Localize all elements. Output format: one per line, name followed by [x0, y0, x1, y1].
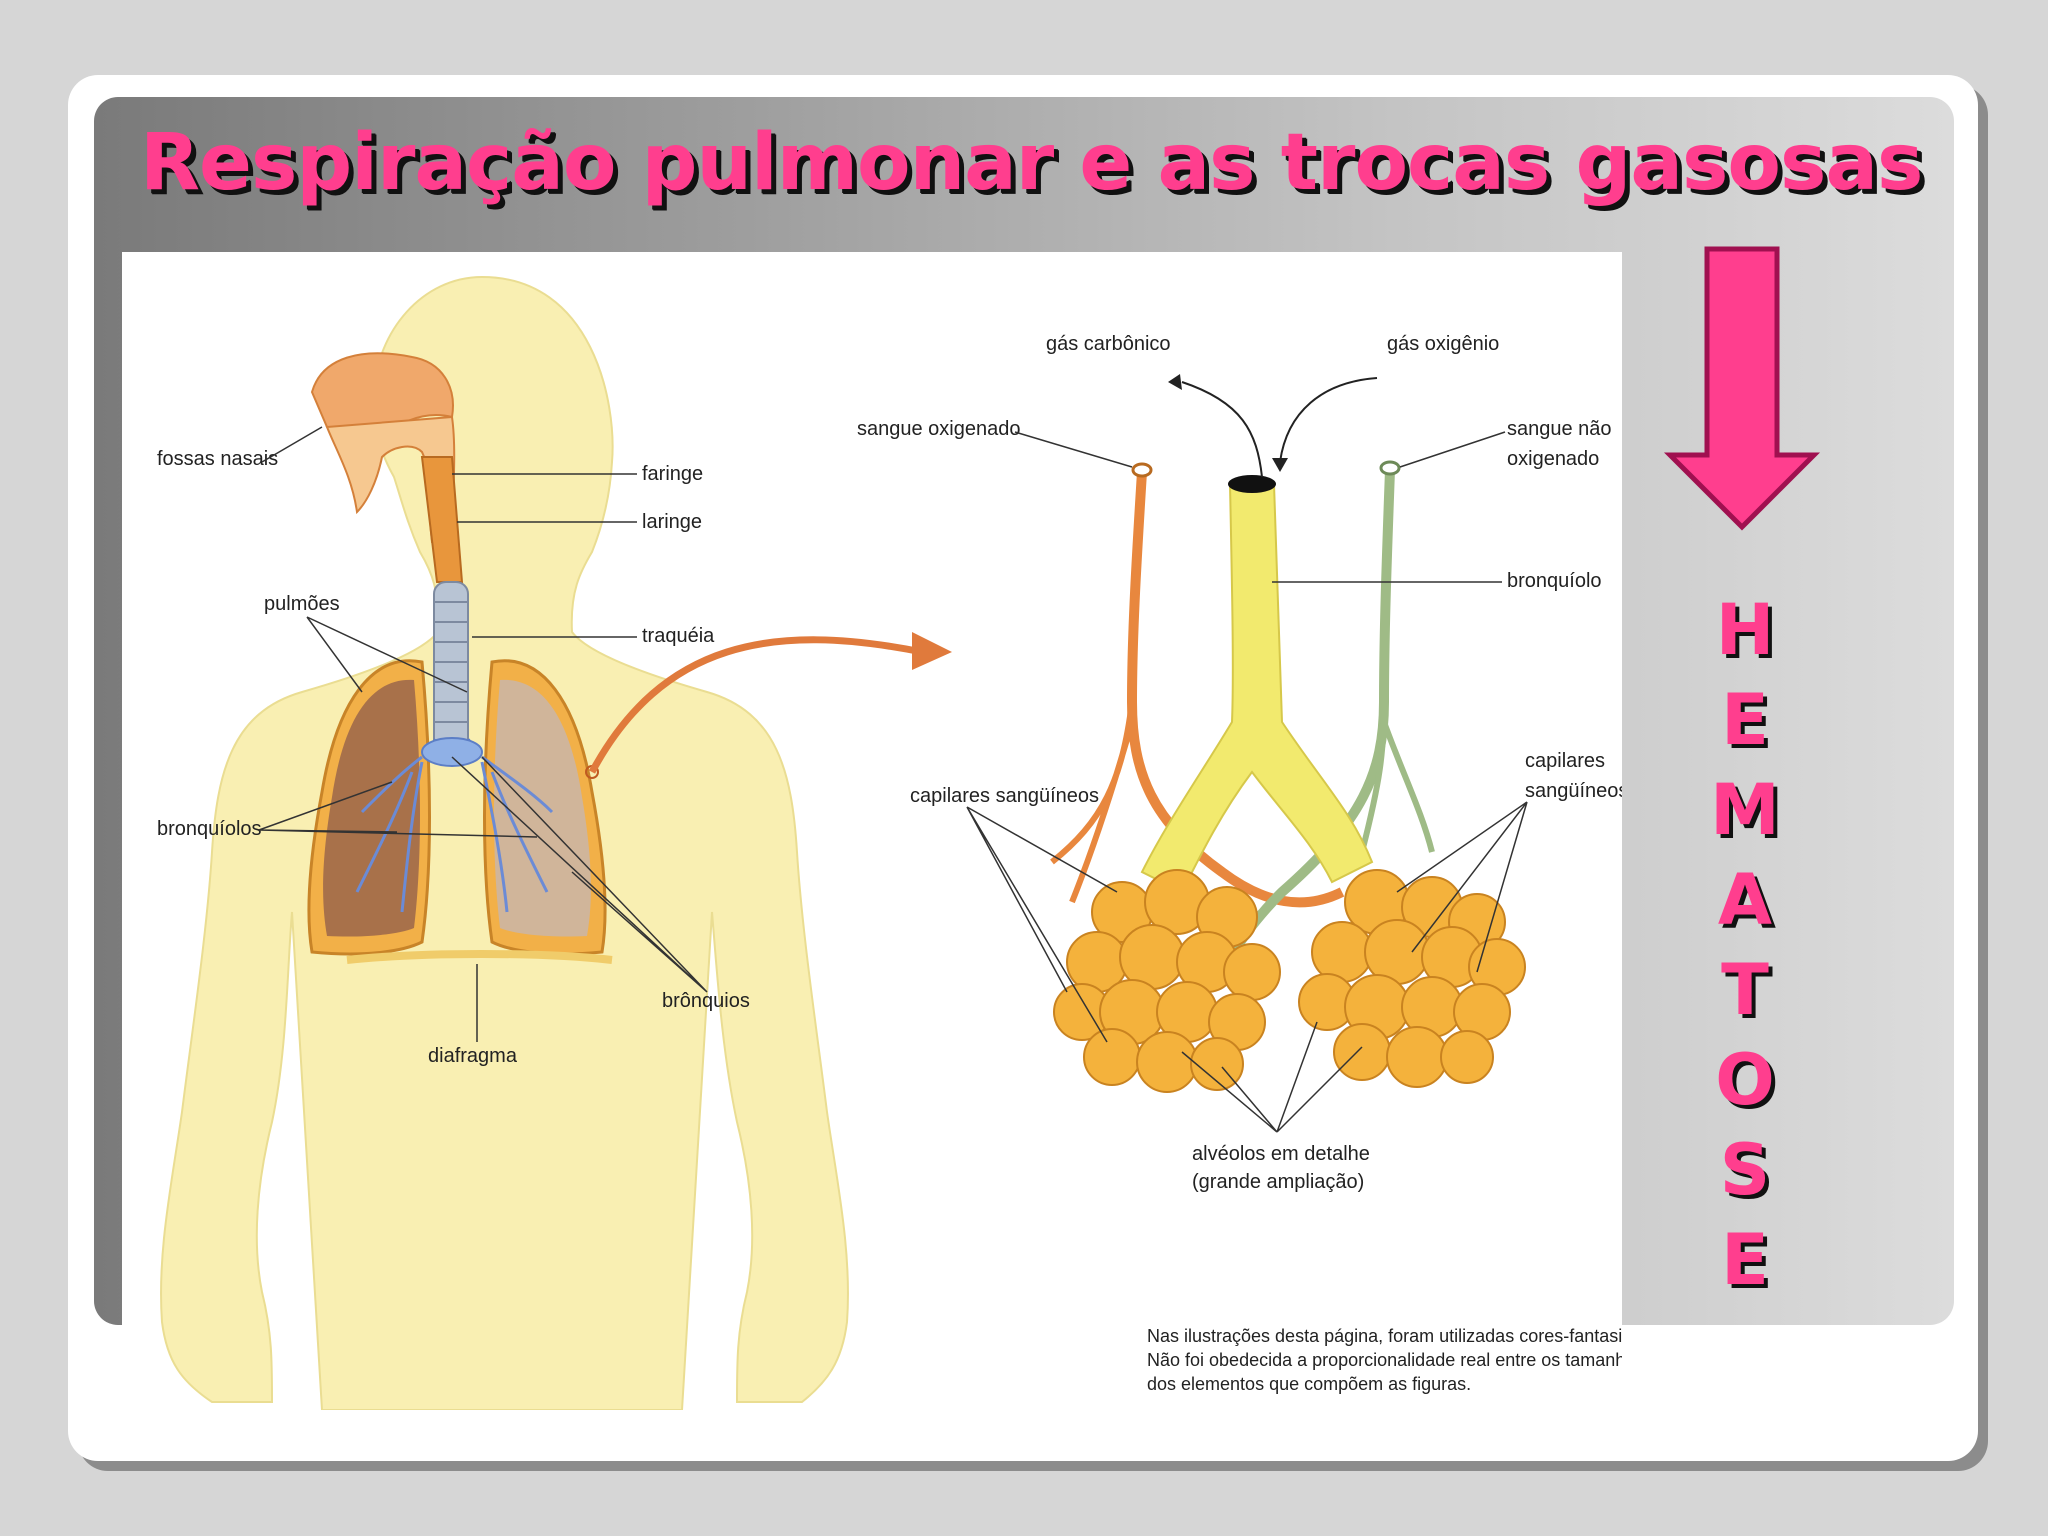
hematose-letter: E: [1721, 1219, 1769, 1301]
alveoli-cluster-left: [1053, 869, 1281, 1093]
hematose-word: H E M A T O S E: [1700, 585, 1790, 1305]
hematose-letter: A: [1717, 859, 1773, 941]
label-fossas-nasais: fossas nasais: [157, 448, 278, 470]
hematose-letter: E: [1721, 679, 1769, 761]
slide-title: Respiração pulmonar e as trocas gasosas: [140, 118, 1923, 208]
label-pulmoes: pulmões: [264, 593, 340, 615]
note-line-1: Nas ilustrações desta página, foram util…: [1147, 1326, 1622, 1346]
body-labels: fossas nasais faringe laringe pulmões tr…: [157, 426, 750, 1067]
label-sangue-nao-oxigenado-2: oxigenado: [1507, 448, 1599, 470]
hematose-letter: O: [1715, 1039, 1775, 1121]
trachea: [433, 581, 469, 763]
label-sangue-nao-oxigenado-1: sangue não: [1507, 418, 1612, 440]
label-laringe: laringe: [642, 511, 702, 533]
alveoli-cluster-right: [1298, 869, 1526, 1088]
label-bronquiolos: bronquíolos: [157, 818, 262, 840]
note-line-3: dos elementos que compõem as figuras.: [1147, 1374, 1471, 1394]
hematose-letter: M: [1710, 769, 1780, 851]
label-gas-carbonico: gás carbônico: [1046, 333, 1171, 355]
label-traqueia: traquéia: [642, 625, 715, 647]
hematose-letter: S: [1719, 1129, 1771, 1211]
label-alveolos-2: (grande ampliação): [1192, 1171, 1364, 1193]
label-capilares-right-1: capilares: [1525, 750, 1605, 772]
nasal-cavity: [310, 352, 464, 583]
alveoli-labels: gás carbônico gás oxigênio sangue oxigen…: [857, 333, 1622, 1193]
note-line-2: Não foi obedecida a proporcionalidade re…: [1147, 1350, 1622, 1370]
hematose-letter: T: [1721, 949, 1769, 1031]
diaphragm: [346, 950, 613, 964]
label-faringe: faringe: [642, 463, 703, 485]
respiratory-diagram: fossas nasais faringe laringe pulmões tr…: [157, 275, 1622, 1410]
label-alveolos-1: alvéolos em detalhe: [1192, 1143, 1370, 1165]
illustration-note: Nas ilustrações desta página, foram util…: [1147, 1326, 1622, 1394]
label-bronquios: brônquios: [662, 990, 750, 1012]
label-capilares-right-2: sangüíneos: [1525, 780, 1622, 802]
label-diafragma: diafragma: [428, 1045, 518, 1067]
lungs: [307, 659, 607, 956]
label-capilares-left: capilares sangüíneos: [910, 785, 1099, 807]
label-sangue-oxigenado: sangue oxigenado: [857, 418, 1020, 440]
label-bronquiolo: bronquíolo: [1507, 570, 1602, 592]
alveoli-detail: [1050, 374, 1526, 1093]
label-gas-oxigenio: gás oxigênio: [1387, 333, 1499, 355]
down-arrow-icon: [1663, 246, 1821, 531]
zoom-arrow: [588, 632, 952, 774]
respiratory-figure: fossas nasais faringe laringe pulmões tr…: [122, 252, 1622, 1410]
hematose-letter: H: [1715, 589, 1775, 671]
